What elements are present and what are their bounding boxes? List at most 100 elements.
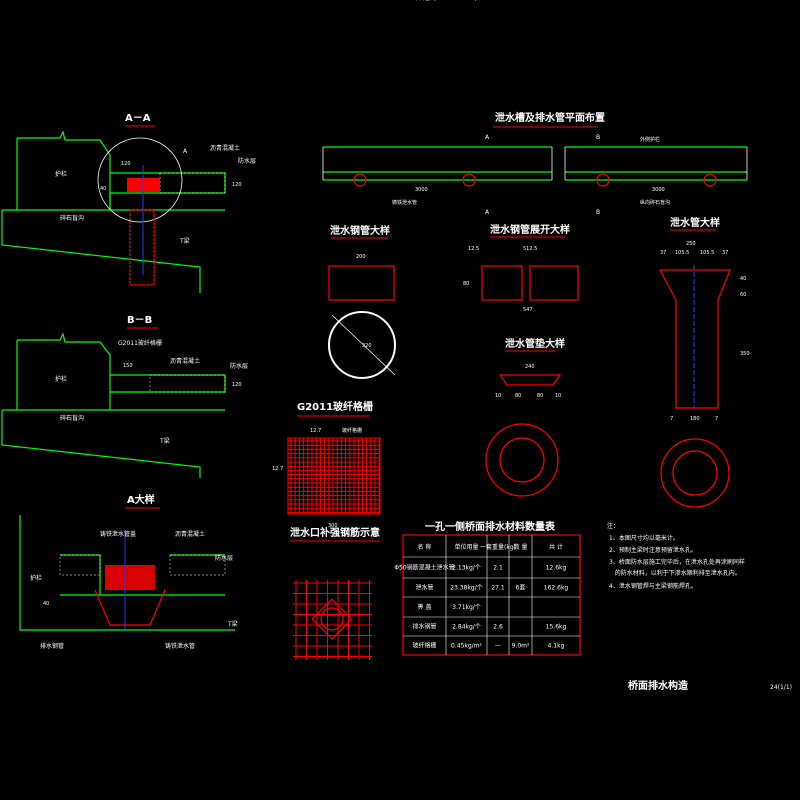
opening-frame	[311, 598, 353, 640]
dim: 220	[362, 343, 372, 349]
drain-funnel	[94, 589, 166, 626]
label-cast-iron-pipe: 铸铁泄水管	[165, 642, 195, 650]
steel-pipe-detail: 泄水钢管大样 200 220	[328, 224, 396, 379]
rebar-reinforcement: 泄水口补强钢筋示意	[290, 526, 380, 660]
label-asphalt: 沥青混凝土	[210, 144, 240, 152]
dim: 12.7	[310, 428, 321, 434]
label-guardrail: 护栏	[30, 574, 42, 582]
table-cell: 名 称	[418, 543, 432, 551]
asphalt-hatch	[59, 554, 101, 576]
dim: 120	[232, 382, 242, 388]
section-bb-title: B－B	[127, 315, 152, 326]
dim: 40	[740, 276, 746, 282]
table-cell: 2.13kg/个	[452, 565, 481, 572]
table-cell: 单位用量	[454, 543, 478, 551]
table-title: 一孔一侧桥面排水材料数量表	[425, 520, 556, 533]
label-waterproof: 防水层	[215, 554, 233, 562]
label-guardrail: 护栏	[55, 170, 67, 178]
note-item: 4、泄水钢管焊与主梁钢筋焊孔。	[609, 582, 697, 590]
table-cell: 共 计	[549, 543, 563, 551]
label-waterproof: 防水层	[230, 362, 248, 370]
dim: 7	[670, 416, 673, 422]
dim: 3000	[652, 187, 665, 193]
dim: 105.5	[700, 250, 714, 256]
dim: 350	[740, 351, 750, 357]
drawing-title: 桥面排水构造	[628, 679, 689, 692]
dim: 80	[515, 393, 521, 399]
label-steel-pipe: 排水钢管	[40, 642, 64, 650]
drain-hole	[596, 173, 610, 187]
label-t-beam: T梁	[227, 620, 238, 628]
dim: 105.5	[675, 250, 689, 256]
table-cell: 排水钢管	[412, 623, 436, 631]
drain-pipe-title: 泄水管大样	[670, 216, 720, 229]
dim: 180	[690, 416, 700, 422]
detail-a: A大样 护栏 铸铁泄水管盖 沥青混凝土 防水层 排水钢管 铸铁泄水管 T梁 40	[19, 493, 238, 650]
dim: 7	[715, 416, 718, 422]
section-mark: A	[485, 209, 490, 216]
steel-pipe-elevation	[328, 265, 395, 301]
drain-grate	[105, 565, 155, 590]
notes: 注： 1、本图尺寸均以毫米计。 2、预制主梁时注意预留泄水孔。 3、桥面防水层施…	[607, 522, 745, 590]
table-cell: 15.6kg	[546, 624, 567, 631]
pavement-layer	[110, 374, 226, 393]
dim: 250	[686, 241, 696, 247]
label-detail-a: A	[183, 148, 188, 155]
table-cell: Φ50钢筋混凝土泄水管	[394, 564, 454, 572]
grid-outline	[287, 437, 381, 515]
section-mark: B	[596, 209, 600, 216]
plan-title: 泄水槽及排水管平面布置	[495, 111, 605, 124]
title-block: 桥面排水构造 24(1/1)	[628, 679, 792, 692]
table-cell: 箅 盖	[418, 603, 432, 611]
drain-pipe-detail: 泄水管大样 250 37 105.5 105.5 37 40 60 350 7 …	[659, 216, 750, 508]
diameter-line	[331, 314, 396, 376]
asphalt-hatch	[159, 172, 226, 194]
table-cell: 0.006m³/m	[450, 0, 483, 2]
dim: 60	[740, 292, 746, 298]
dim: 3000	[415, 187, 428, 193]
dim: 240	[525, 364, 535, 370]
label-grid: G2011玻纤格栅	[118, 339, 162, 347]
table-cell: 12.6kg	[546, 565, 567, 572]
detail-circle-a	[97, 137, 183, 223]
rebar-lines	[293, 580, 372, 660]
table-cell: 2.84kg/个	[452, 624, 481, 631]
steel-pipe-title: 泄水钢管大样	[330, 224, 390, 237]
table-cell: 9.0m²	[512, 643, 530, 650]
table-cell: 数 量	[514, 543, 528, 551]
table-cell: 6套	[516, 584, 526, 592]
label-asphalt: 沥青混凝土	[175, 530, 205, 538]
dim: 40	[100, 186, 106, 192]
dim: 200	[356, 254, 366, 260]
plan-breaks	[322, 147, 748, 180]
table-cell: 4.1kg	[548, 643, 565, 650]
note-item: 的防水材料，以利于下渗水顺利排至泄水孔内。	[609, 569, 741, 577]
detail-a-title: A大样	[127, 493, 155, 506]
table-cell: 23.38kg/个	[450, 585, 482, 592]
drain-pipe-elevation	[659, 269, 731, 409]
label-cast-iron-pipe: 铸铁泄水管	[392, 199, 417, 206]
grid-title: G2011玻纤格栅	[297, 400, 373, 413]
material-table: 一孔一侧桥面排水材料数量表 名 称单位用量一套重量(kg)数 量共 计Φ50钢筋…	[394, 0, 581, 656]
glass-fiber-grid: G2011玻纤格栅 12.7 12.7 300 玻纤格栅	[272, 400, 381, 529]
grid-lines	[288, 438, 380, 514]
drain-pipe-plan-inner	[672, 450, 718, 496]
drain-hole	[353, 173, 367, 187]
table-cell: 2.6	[493, 624, 503, 631]
label-grate-cover: 铸铁泄水管盖	[100, 530, 136, 538]
unfold-left	[481, 265, 523, 301]
label-t-beam: T梁	[159, 437, 170, 445]
dim: 12.5	[468, 246, 479, 252]
unfold-title: 泄水钢管展开大样	[490, 223, 570, 236]
asphalt-hatch	[169, 554, 226, 576]
label-waterproof: 防水层	[238, 157, 256, 165]
steel-pipe-unfold-detail: 泄水钢管展开大样 12.5 512.5 547 80	[463, 223, 579, 313]
label-grid: 玻纤格栅	[342, 427, 362, 434]
guardrail-outline	[1, 332, 225, 478]
pipe-pad-shape	[498, 374, 562, 386]
drain-pipe	[129, 209, 155, 286]
guardrail-outline	[1, 130, 225, 293]
drain-hole	[462, 173, 476, 187]
table-grid: 名 称单位用量一套重量(kg)数 量共 计Φ50钢筋混凝土泄水管2.13kg/个…	[394, 0, 581, 656]
drain-pipe-plan	[660, 438, 730, 508]
